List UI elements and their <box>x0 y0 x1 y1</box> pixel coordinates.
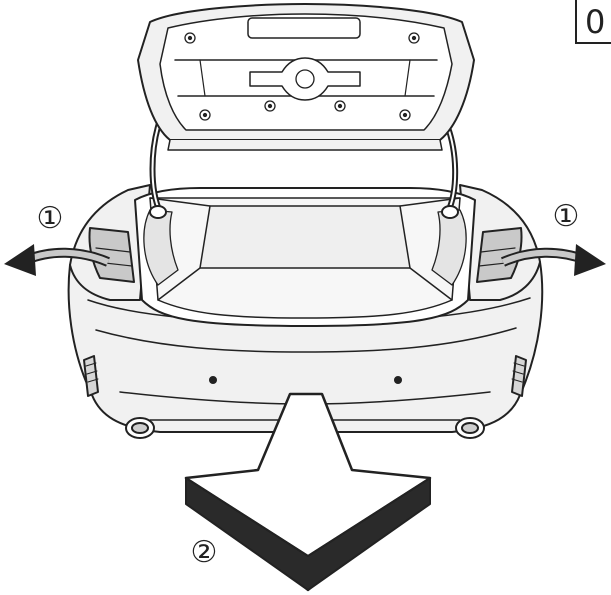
corner-code-box: 0 <box>575 0 611 44</box>
left-curved-arrow <box>4 244 110 276</box>
parking-sensor-left <box>209 376 217 384</box>
parking-sensor-right <box>394 376 402 384</box>
left-tail-light <box>88 227 135 283</box>
step-1-label-left: ① <box>37 201 64 236</box>
right-tail-light <box>476 227 523 283</box>
step-1-label-right: ① <box>553 199 580 234</box>
step-2-label: ② <box>191 535 218 570</box>
corner-code: 0 <box>585 3 606 41</box>
lid-handle <box>247 17 361 39</box>
right-curved-arrow <box>500 244 606 276</box>
down-arrow <box>184 392 432 592</box>
